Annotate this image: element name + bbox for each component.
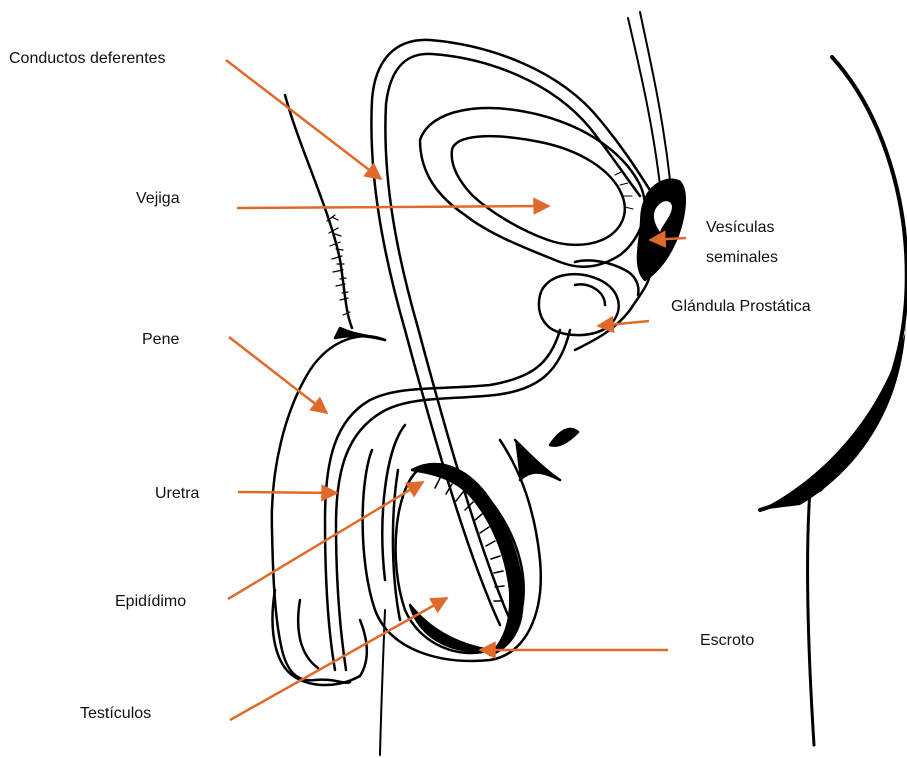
arrow-glandula [598, 321, 649, 326]
ureter-2 [628, 18, 660, 185]
perineum-fold-tip [550, 429, 578, 446]
leg-contour [807, 490, 814, 745]
label-glandula-prostatica: Glándula Prostática [671, 297, 811, 316]
arrow-conductos [226, 60, 381, 179]
glans-inner [298, 600, 318, 668]
midline [380, 610, 385, 755]
prostate-inner [575, 284, 605, 305]
label-vesiculas-seminales: Vesículas seminales [706, 213, 778, 273]
label-escroto: Escroto [700, 631, 754, 650]
buttock-fill [760, 300, 906, 510]
label-pene: Pene [142, 330, 179, 349]
arrow-vejiga [237, 206, 549, 208]
leader-arrows [226, 60, 686, 720]
epididymis-hatching [435, 478, 504, 601]
body-contour [760, 57, 907, 510]
arrow-uretra [238, 492, 337, 493]
bladder-inner [452, 136, 625, 245]
label-epididimo: Epidídimo [115, 592, 186, 611]
seminal-vesicle [638, 180, 685, 280]
penis-outer [272, 336, 385, 683]
label-uretra: Uretra [155, 484, 199, 503]
arrow-pene [229, 337, 327, 413]
label-testiculos: Testículos [80, 704, 151, 723]
label-conductos-deferentes: Conductos deferentes [9, 49, 166, 68]
label-vejiga: Vejiga [136, 189, 180, 208]
